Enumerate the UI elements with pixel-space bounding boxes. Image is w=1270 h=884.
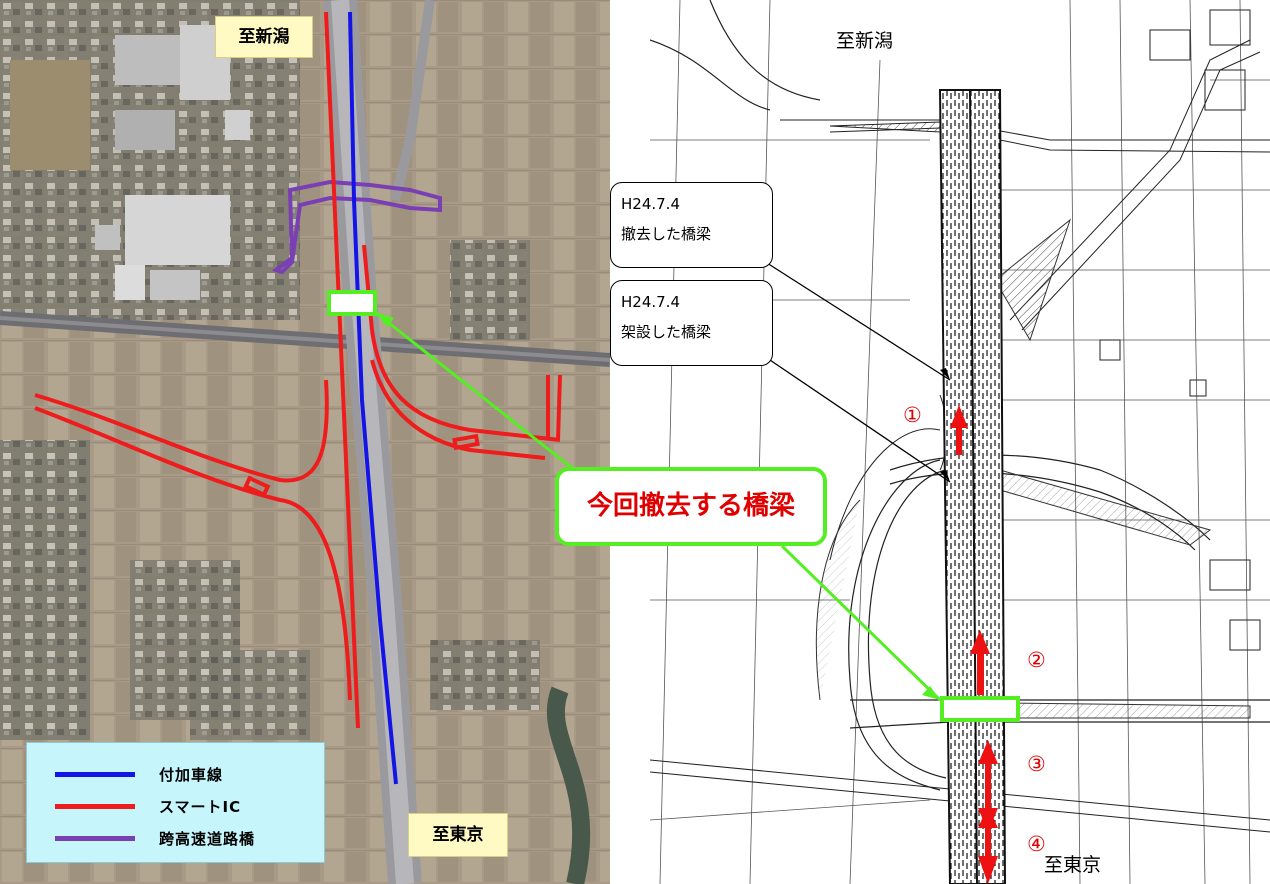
step-1-label: ① xyxy=(903,403,922,427)
current-bridge-marker-map xyxy=(940,696,1020,722)
callout-text: 撤去した橋梁 xyxy=(621,225,712,243)
callout-current-bridge: 今回撤去する橋梁 xyxy=(555,467,827,546)
plan-north-label: 至新潟 xyxy=(836,30,894,52)
callout-date: H24.7.4 xyxy=(621,195,680,213)
plan-map xyxy=(650,0,1270,884)
legend-label: スマートIC xyxy=(159,798,242,816)
legend: 付加車線 スマートIC 跨高速道路橋 xyxy=(26,742,325,863)
legend-swatch xyxy=(55,804,135,809)
legend-swatch xyxy=(55,836,135,841)
current-bridge-marker-aerial xyxy=(327,290,377,316)
legend-item-smart-ic: スマートIC xyxy=(27,793,324,821)
legend-swatch xyxy=(55,772,135,777)
step-2-label: ② xyxy=(1027,648,1046,672)
callout-removed-bridge: H24.7.4 撤去した橋梁 xyxy=(610,182,773,268)
legend-item-overpass-bridge: 跨高速道路橋 xyxy=(27,825,324,853)
legend-label: 付加車線 xyxy=(159,766,224,784)
callout-installed-bridge: H24.7.4 架設した橋梁 xyxy=(610,280,773,366)
legend-item-additional-lane: 付加車線 xyxy=(27,761,324,789)
callout-date: H24.7.4 xyxy=(621,293,680,311)
pointer-installed-bridge xyxy=(766,357,951,483)
step-3-label: ③ xyxy=(1027,752,1046,776)
aerial-north-label: 至新潟 xyxy=(215,16,313,58)
legend-label: 跨高速道路橋 xyxy=(159,830,256,848)
aerial-south-label: 至東京 xyxy=(408,813,508,857)
direction-arrows xyxy=(950,405,998,884)
plan-south-label: 至東京 xyxy=(1044,854,1102,876)
callout-text: 架設した橋梁 xyxy=(621,323,712,341)
pointer-removed-bridge xyxy=(766,262,951,381)
additional-lane-line xyxy=(348,11,398,785)
overpass-bridge-line xyxy=(271,179,442,275)
step-4-label: ④ xyxy=(1027,832,1046,856)
